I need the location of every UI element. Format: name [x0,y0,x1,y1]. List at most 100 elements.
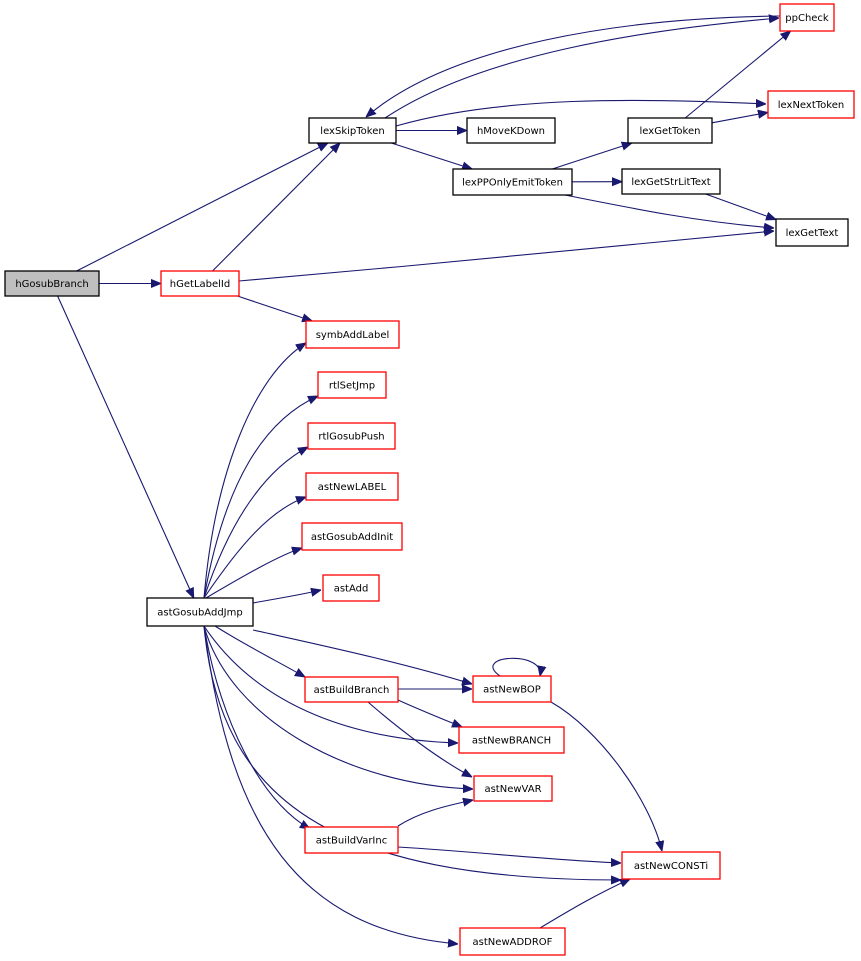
node-label: lexGetStrLitText [631,177,710,188]
node-box[interactable] [317,371,387,399]
node-label: astNewVAR [484,784,541,795]
node-lexGetToken[interactable]: lexGetToken [627,117,713,144]
node-astGosubAddJmp[interactable]: astGosubAddJmp [146,597,254,627]
edge-astGosubAddJmp-to-astNewBOP [252,629,472,684]
edge-hGosubBranch-to-lexSkipToken [76,143,328,272]
edge-hGosubBranch-to-astGosubAddJmp [57,295,194,598]
edge-hGetLabelId-to-symbAddLabel [237,295,312,321]
node-label: symbAddLabel [316,330,390,341]
node-label: astNewLABEL [318,482,387,493]
edge-astGosubAddJmp-to-astBuildVarInc [203,625,310,829]
edge-lexPPOnlyEmitToken-to-lexGetText [564,194,774,228]
edge-hGetLabelId-to-lexSkipToken [212,143,341,272]
node-astNewVAR[interactable]: astNewVAR [473,775,553,802]
node-hGosubBranch[interactable]: hGosubBranch [4,270,100,297]
node-lexNextToken[interactable]: lexNextToken [767,90,855,119]
node-label: lexPPOnlyEmitToken [462,178,563,189]
node-label: astNewCONSTi [634,861,708,872]
node-box[interactable] [767,90,855,119]
node-label: rtlGosubPush [318,432,384,443]
edge-astBuildBranch-to-astNewBRANCH [397,699,462,727]
node-box[interactable] [458,726,565,754]
node-astAdd[interactable]: astAdd [322,574,380,602]
node-label: astBuildVarInc [316,836,387,847]
node-box[interactable] [307,422,396,450]
edge-astNewBOP-to-astNewCONSTi [550,701,662,851]
node-box[interactable] [305,320,400,349]
node-label: lexSkipToken [320,126,384,137]
node-box[interactable] [160,270,240,297]
node-box[interactable] [621,851,721,880]
node-astBuildVarInc[interactable]: astBuildVarInc [304,826,399,854]
node-box[interactable] [466,117,556,144]
edge-lexPPOnlyEmitToken-to-lexGetToken [552,143,632,170]
node-box[interactable] [473,775,553,802]
edge-astGosubAddJmp-to-astNewBRANCH [203,625,458,743]
node-astBuildBranch[interactable]: astBuildBranch [304,676,399,703]
node-astNewBRANCH[interactable]: astNewBRANCH [458,726,565,754]
node-label: hGosubBranch [15,279,88,290]
node-lexPPOnlyEmitToken[interactable]: lexPPOnlyEmitToken [452,168,573,196]
edge-astNewBOP-to-astNewBOP [492,657,540,676]
edge-astGosubAddJmp-to-astNewADDROF [203,625,458,944]
node-astNewLABEL[interactable]: astNewLABEL [305,472,399,501]
edge-astNewADDROF-to-astNewCONSTi [539,879,630,929]
node-label: lexGetToken [640,126,701,137]
edge-astGosubAddJmp-to-astBuildBranch [214,625,305,677]
node-label: astGosubAddJmp [157,608,242,619]
node-hMoveKDown[interactable]: hMoveKDown [466,117,556,144]
node-label: astNewBOP [483,685,541,696]
edge-astGosubAddJmp-to-rtlGosubPush [203,447,308,599]
node-hGetLabelId[interactable]: hGetLabelId [160,270,240,297]
node-rtlSetJmp[interactable]: rtlSetJmp [317,371,387,399]
edges-layer [57,15,791,944]
node-box[interactable] [305,472,399,501]
node-lexGetText[interactable]: lexGetText [775,218,849,247]
edge-astBuildVarInc-to-astNewCONSTi [397,846,621,863]
node-box[interactable] [322,574,380,602]
edge-lexGetStrLitText-to-lexGetText [705,193,776,220]
node-symbAddLabel[interactable]: symbAddLabel [305,320,400,349]
node-label: astBuildBranch [314,685,390,696]
edge-astGosubAddJmp-to-astAdd [252,590,321,604]
node-rtlGosubPush[interactable]: rtlGosubPush [307,422,396,450]
edge-astGosubAddJmp-to-rtlSetJmp [203,396,318,599]
node-box[interactable] [472,675,552,703]
node-box[interactable] [308,117,397,144]
node-box[interactable] [621,168,721,195]
node-label: astAdd [334,584,369,595]
node-label: astGosubAddInit [311,532,393,543]
edge-astGosubAddJmp-to-symbAddLabel [203,343,306,599]
node-box[interactable] [459,927,566,956]
node-astNewBOP[interactable]: astNewBOP [472,675,552,703]
edge-lexSkipToken-to-lexNextToken [395,100,766,127]
node-box[interactable] [779,3,835,32]
node-lexSkipToken[interactable]: lexSkipToken [308,117,397,144]
node-box[interactable] [304,676,399,703]
edge-astGosubAddJmp-to-astNewCONSTi [203,625,621,880]
edge-lexGetToken-to-lexNextToken [711,112,768,124]
node-lexGetStrLitText[interactable]: lexGetStrLitText [621,168,721,195]
node-astNewADDROF[interactable]: astNewADDROF [459,927,566,956]
node-box[interactable] [452,168,573,196]
edge-hGetLabelId-to-lexGetText [238,231,774,282]
node-box[interactable] [301,522,403,551]
edge-lexSkipToken-to-lexPPOnlyEmitToken [391,142,472,169]
node-astNewCONSTi[interactable]: astNewCONSTi [621,851,721,880]
node-box[interactable] [304,826,399,854]
node-box[interactable] [146,597,254,627]
node-label: lexGetText [786,228,839,239]
node-astGosubAddInit[interactable]: astGosubAddInit [301,522,403,551]
node-box[interactable] [4,270,100,297]
edge-astBuildBranch-to-astNewVAR [367,701,472,777]
nodes-layer: hGosubBranch hGetLabelId lexSkipToken hMove… [4,3,855,956]
edge-astGosubAddJmp-to-astGosubAddInit [205,548,302,599]
node-label: astNewBRANCH [472,736,551,747]
edge-ppCheck-to-lexSkipToken [366,15,781,117]
node-box[interactable] [775,218,849,247]
node-box[interactable] [627,117,713,144]
node-label: hMoveKDown [477,126,545,137]
node-ppCheck[interactable]: ppCheck [779,3,835,32]
node-label: astNewADDROF [473,937,553,948]
